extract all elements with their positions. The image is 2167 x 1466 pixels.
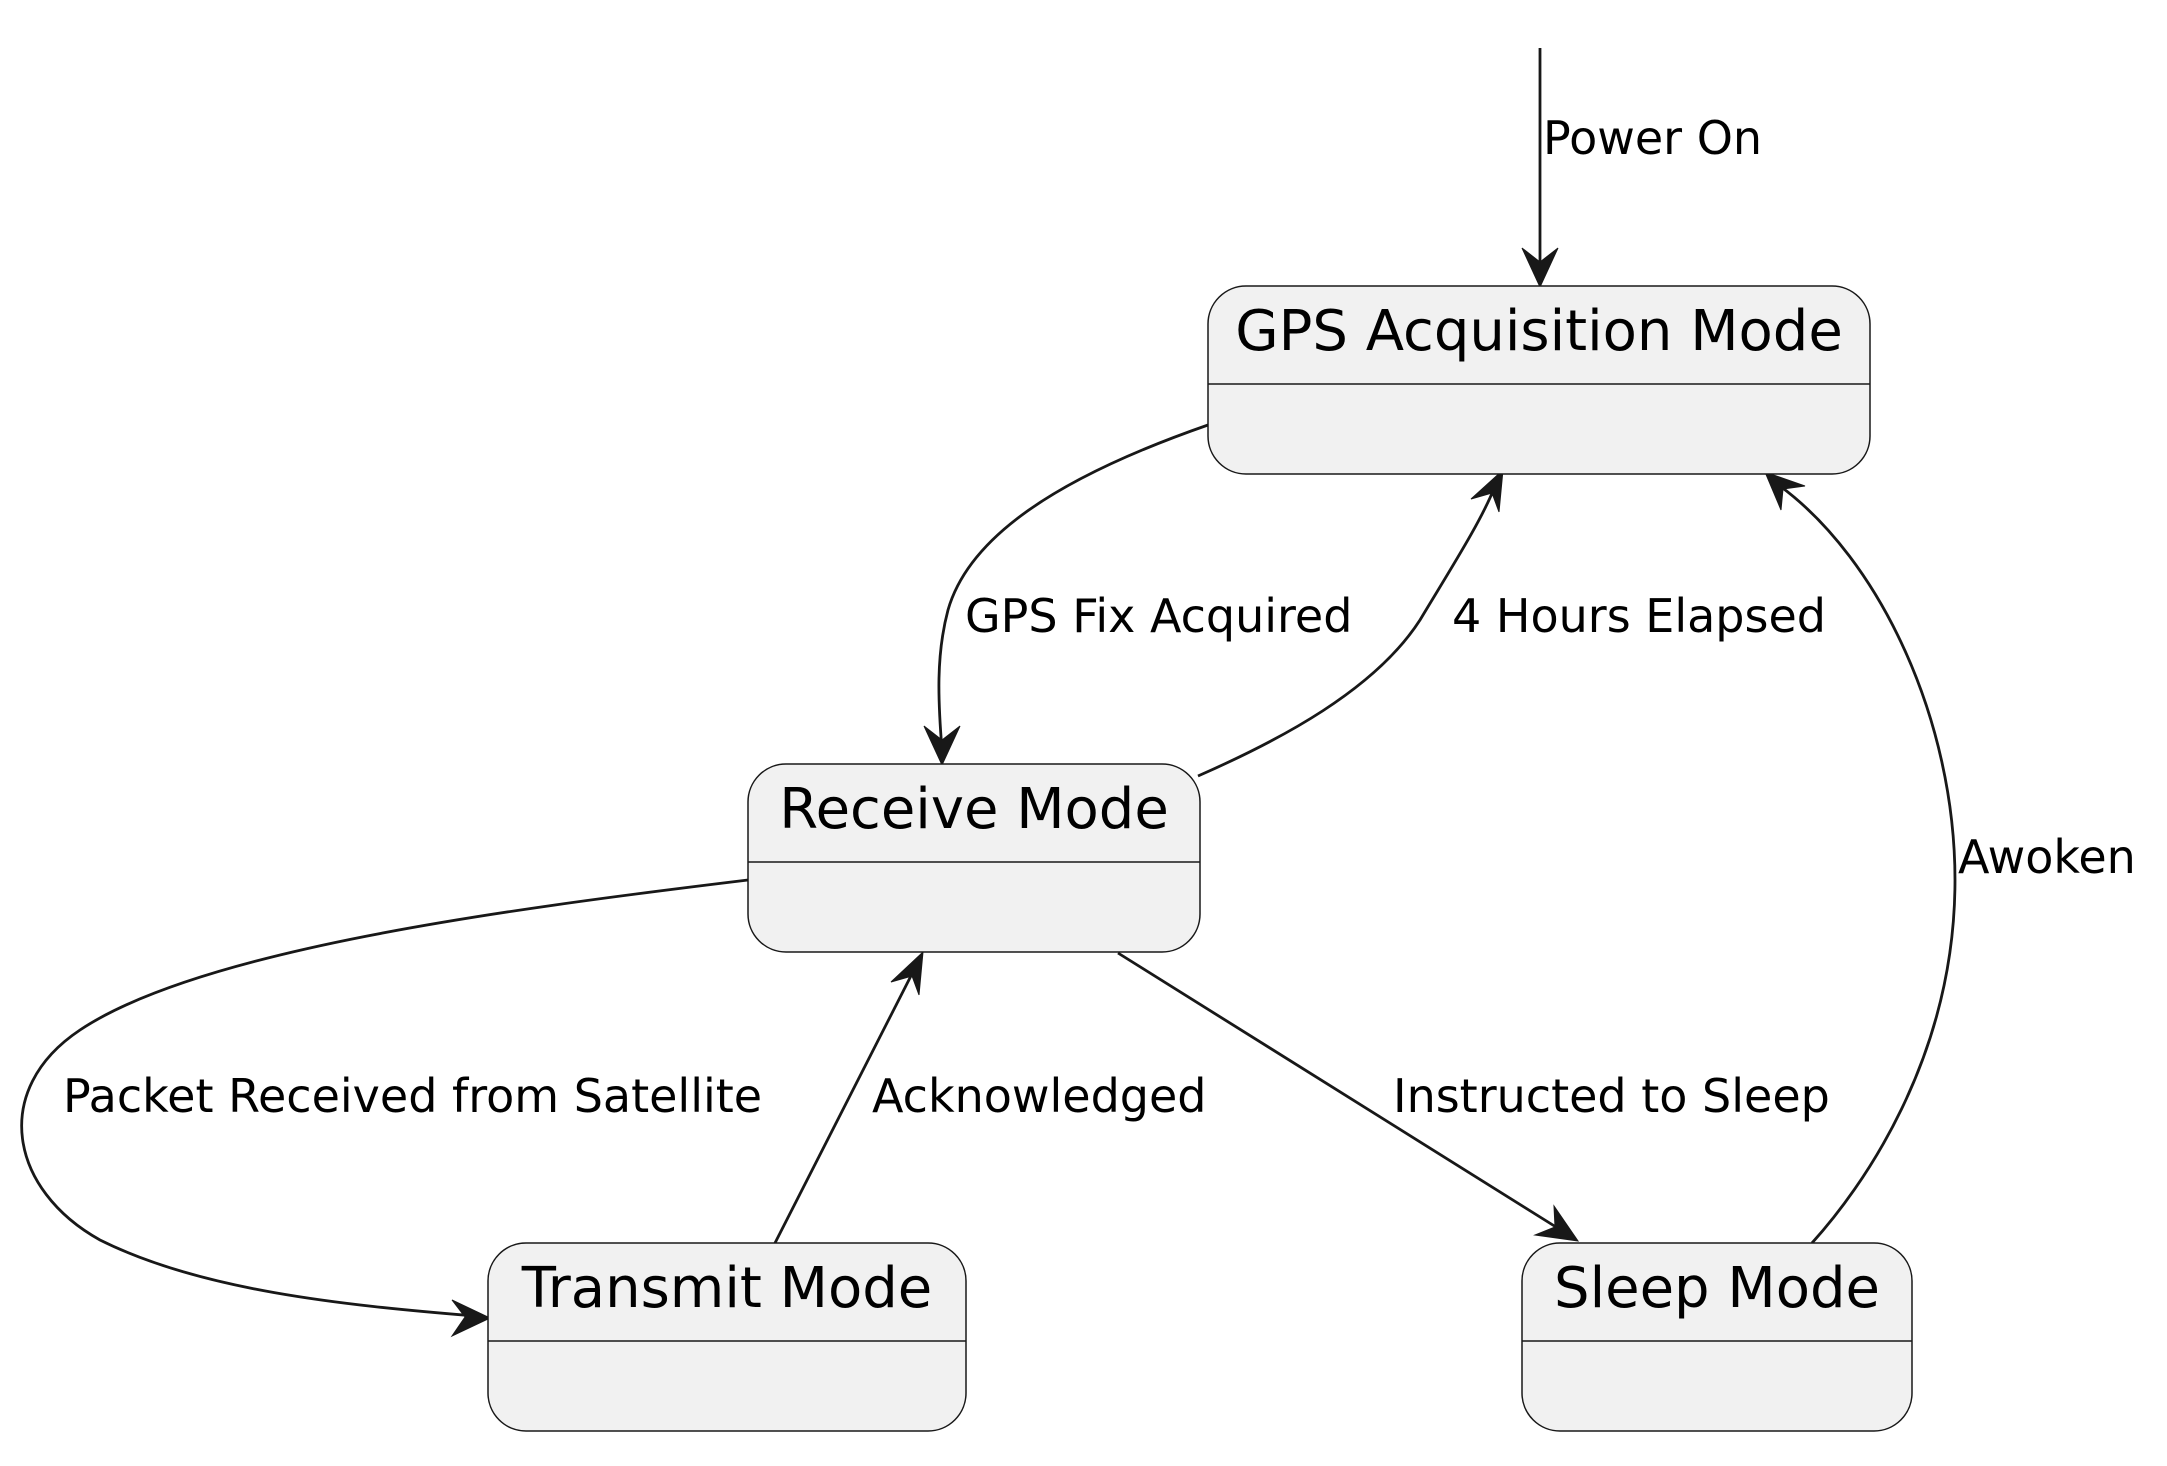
transition-4-hours-elapsed: 4 Hours Elapsed [1197,468,1826,778]
arrowhead-packet-received [450,1299,492,1338]
state-title-receive: Receive Mode [779,777,1169,842]
transition-acknowledged: Acknowledged [773,950,1207,1244]
edge-instructed-to-sleep [1117,951,1565,1234]
state-title-sleep: Sleep Mode [1554,1256,1880,1321]
arrowhead-power-on [1521,247,1559,289]
state-gps-acquisition-mode: GPS Acquisition Mode [1207,285,1871,475]
state-title-transmit: Transmit Mode [521,1256,932,1321]
label-awoken: Awoken [1958,830,2136,884]
arrowhead-acknowledged [890,950,924,996]
state-title-gps: GPS Acquisition Mode [1235,299,1843,364]
transition-power-on: Power On [1521,48,1762,289]
state-box-sleep [1521,1242,1913,1432]
arrowhead-awoken [1764,471,1806,511]
edge-awoken [1779,484,1957,1244]
state-box-receive [747,763,1201,953]
label-acknowledged: Acknowledged [872,1069,1207,1123]
label-gps-fix-acquired: GPS Fix Acquired [965,589,1352,643]
state-receive-mode: Receive Mode [747,763,1201,953]
edge-acknowledged [773,965,918,1244]
label-instructed-to-sleep: Instructed to Sleep [1393,1069,1830,1123]
state-sleep-mode: Sleep Mode [1521,1242,1913,1432]
transition-gps-fix-acquired: GPS Fix Acquired [923,423,1352,767]
transition-instructed-to-sleep: Instructed to Sleep [1117,951,1830,1242]
label-4-hours-elapsed: 4 Hours Elapsed [1452,589,1826,643]
arrowhead-gps-fix-acquired [923,725,961,767]
edge-4-hours-elapsed [1197,485,1497,778]
arrowhead-4-hours-elapsed [1470,468,1504,513]
transition-awoken: Awoken [1764,471,2136,1244]
label-packet-received: Packet Received from Satellite [63,1069,762,1123]
transition-packet-received: Packet Received from Satellite [20,878,762,1338]
edge-gps-fix-acquired [937,423,1209,751]
edge-packet-received [20,878,749,1318]
state-box-gps [1207,285,1871,475]
arrowhead-instructed-to-sleep [1533,1204,1580,1242]
label-power-on: Power On [1543,111,1762,165]
state-box-transmit [487,1242,967,1432]
state-transmit-mode: Transmit Mode [487,1242,967,1432]
